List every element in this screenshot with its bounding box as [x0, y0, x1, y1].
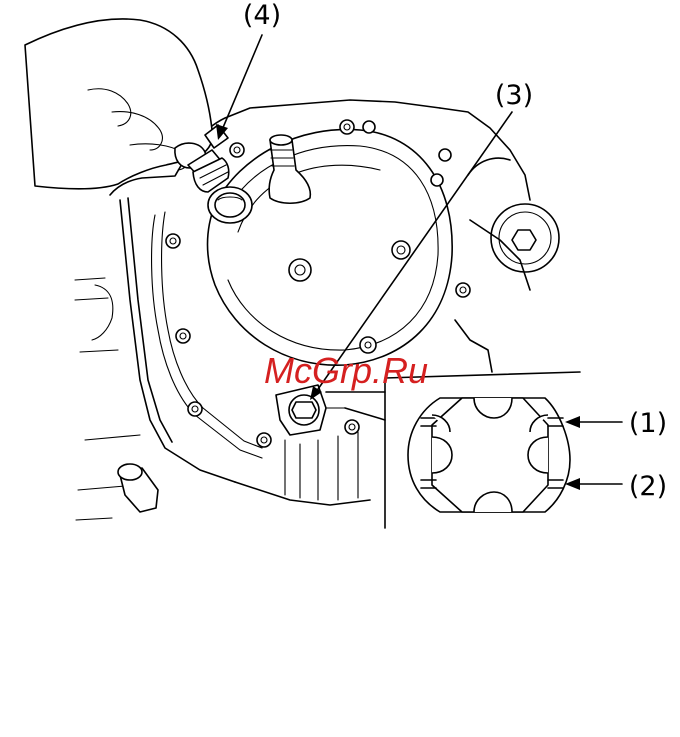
callout-label-1: (1)	[629, 408, 667, 439]
hand-with-oil-filler-cap	[25, 19, 229, 192]
right-side-gear	[431, 149, 559, 272]
callout-label-4: (4)	[243, 0, 281, 31]
callout-label-2: (2)	[629, 471, 667, 502]
inspection-window-detail	[326, 372, 580, 528]
oil-pipe-fitting	[269, 135, 310, 203]
oil-filler-hole	[208, 187, 252, 223]
lower-left-stud	[118, 464, 158, 512]
callout-label-3: (3)	[495, 80, 533, 111]
clutch-cover	[208, 129, 453, 365]
watermark-text: McGrp.Ru	[264, 350, 428, 391]
